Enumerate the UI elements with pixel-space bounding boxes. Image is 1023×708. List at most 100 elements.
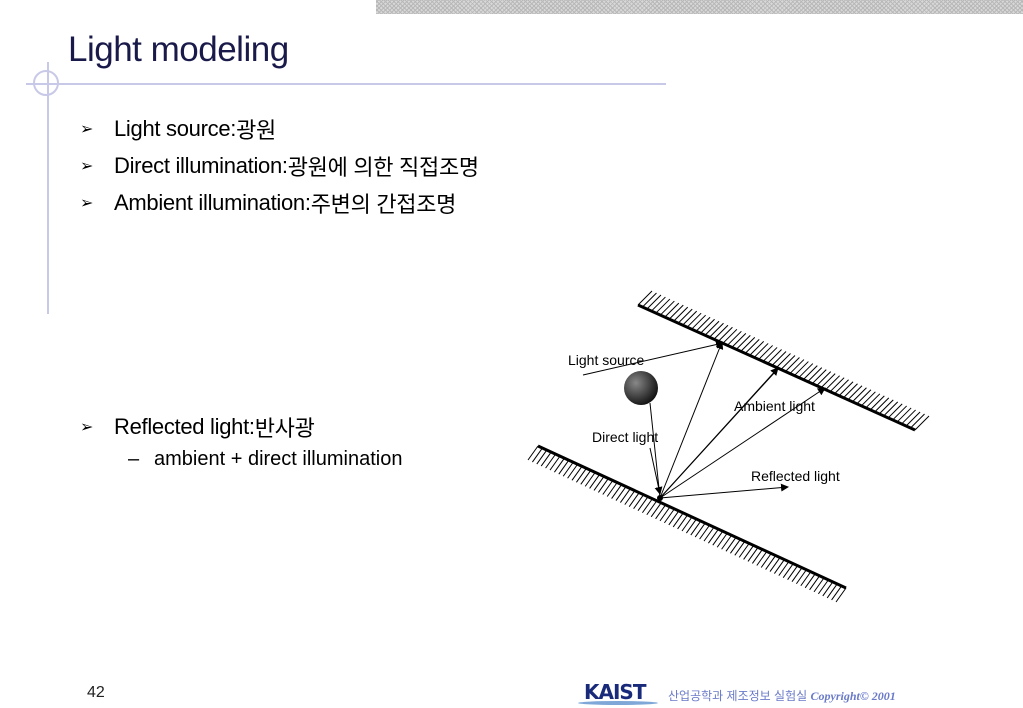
hatch-line (712, 530, 724, 546)
hatch-line (624, 490, 636, 505)
hatch-line (811, 369, 827, 384)
hatch-line (721, 534, 733, 550)
hatch-line (716, 532, 728, 548)
hatch-line (901, 409, 916, 425)
hatch-line (798, 363, 814, 378)
header-pattern-bar (376, 0, 1023, 14)
hatch-line (731, 332, 747, 348)
title-underline (26, 83, 666, 85)
hatch-line (800, 571, 812, 587)
page-number: 42 (87, 684, 105, 701)
bullet-item: ➢ Reflected light: 반사광 (80, 408, 315, 445)
hatch-line (878, 399, 894, 415)
hatch-line (553, 457, 565, 473)
footer-copyright: Copyright© 2001 (810, 689, 896, 703)
hatch-line (713, 324, 729, 340)
label-light-source: Light source (568, 352, 644, 368)
hatch-line (664, 302, 680, 318)
slide-title: Light modeling (68, 30, 289, 69)
logo-swoosh (578, 701, 658, 705)
bullet-korean: 주변의 간접조명 (310, 191, 457, 217)
hatch-line (690, 520, 702, 536)
hatch-line (646, 500, 658, 516)
light-diagram: Light source Ambient light Direct light … (527, 290, 930, 603)
hatch-line (628, 492, 640, 507)
hatch-line (619, 488, 631, 503)
hatch-line (734, 541, 746, 556)
left-vertical-rule (47, 62, 49, 314)
hatch-line (709, 322, 724, 338)
hatch-line (527, 445, 539, 461)
hatch-line (743, 545, 755, 560)
hatch-line (651, 296, 666, 312)
hatch-line (668, 510, 680, 526)
hatch-line (641, 498, 653, 514)
hatch-line (834, 379, 849, 395)
bullet-korean: 광원에 의한 직접조명 (287, 154, 479, 180)
hatch-line (791, 567, 803, 583)
hatch-line (874, 397, 890, 413)
bullet-label: Direct illumination: (114, 152, 288, 178)
hatch-line (727, 330, 742, 346)
hatch-line (753, 343, 769, 358)
hatch-line (869, 395, 885, 411)
hatch-line (776, 353, 791, 368)
hatch-line (562, 461, 574, 477)
hatch-line (756, 551, 768, 566)
bullet-arrow-icon: ➢ (80, 418, 94, 436)
hatch-line (655, 298, 671, 314)
bullet-arrow-icon: ➢ (80, 120, 94, 138)
hatch-line (817, 579, 829, 595)
lower-surface (527, 444, 847, 603)
hatch-line (813, 577, 825, 593)
hatch-line (695, 316, 711, 332)
hatch-line (540, 451, 552, 467)
hatch-line (571, 465, 583, 481)
hatch-line (809, 575, 821, 591)
hatch-line (718, 326, 733, 342)
hatch-line (785, 357, 800, 372)
hatch-line (593, 476, 605, 491)
hatch-line (682, 310, 698, 326)
hatch-line (782, 563, 794, 578)
hatch-line (602, 480, 614, 495)
reflection-point (657, 495, 663, 501)
hatch-line (767, 349, 782, 364)
hatch-line (691, 314, 706, 330)
bullet-item: ➢ Ambient illumination: 주변의 간접조명 (80, 184, 479, 221)
hatch-line (725, 536, 737, 552)
hatch-line (686, 312, 702, 328)
hatch-line (914, 415, 930, 431)
hatch-line (831, 585, 843, 601)
hatch-line (575, 468, 587, 483)
hatch-line (887, 403, 903, 419)
label-reflected-light: Reflected light (751, 468, 840, 484)
hatch-line (816, 371, 832, 386)
hatch-line (589, 474, 601, 489)
hatch-line (694, 522, 706, 538)
hatch-line (856, 389, 872, 405)
hatch-line (794, 361, 809, 376)
hatch-line (765, 555, 777, 570)
bullet-korean: 광원 (236, 117, 276, 143)
hatch-line (597, 478, 609, 493)
label-direct-light: Direct light (592, 429, 658, 445)
label-ambient-light: Ambient light (734, 398, 815, 414)
hatch-line (852, 387, 867, 403)
bullet-list-second: ➢ Reflected light: 반사광 (80, 408, 315, 445)
hatch-line (769, 557, 781, 572)
hatch-line (780, 355, 796, 370)
decor-circle (33, 70, 59, 96)
hatch-line (707, 528, 719, 544)
hatch-line (633, 494, 645, 509)
footer-department: 산업공학과 제조정보 실험실 (668, 689, 811, 703)
hatch-line (771, 351, 787, 366)
hatch-line (896, 407, 912, 423)
hatch-line (673, 306, 689, 322)
hatch-line (892, 405, 908, 421)
hatch-line (749, 341, 765, 356)
sub-bullet-dash: – (128, 448, 140, 470)
hatch-line (773, 559, 785, 574)
hatch-line (751, 549, 763, 564)
hatch-line (700, 318, 715, 334)
